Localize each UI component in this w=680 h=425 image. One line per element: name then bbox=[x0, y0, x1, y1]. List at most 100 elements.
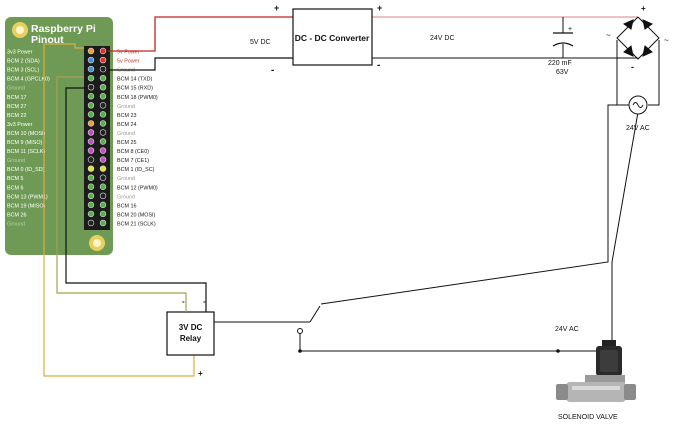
bridge-minus: - bbox=[631, 62, 634, 72]
diode-3 bbox=[623, 45, 634, 57]
gpio-pin-left bbox=[87, 93, 95, 100]
gpio-pin-left bbox=[87, 201, 95, 209]
pin-label-right: Ground bbox=[117, 104, 135, 110]
wire-unused bbox=[214, 105, 652, 300]
gpio-pin-left bbox=[87, 138, 95, 145]
pin-label-left: 3v3 Power bbox=[7, 122, 33, 128]
valve-highlight bbox=[572, 386, 620, 390]
pin-label-left: BCM 10 (MOSI) bbox=[7, 131, 46, 137]
pin-label-right: BCM 25 bbox=[117, 140, 136, 146]
gpio-pin-left bbox=[87, 183, 95, 190]
relay-signal-mark: - bbox=[203, 297, 206, 306]
gpio-pin-left bbox=[87, 56, 95, 64]
pin-label-right: Ground bbox=[117, 131, 135, 137]
dcdc-converter-label: DC - DC Converter bbox=[295, 33, 370, 43]
gpio-header bbox=[84, 46, 110, 230]
label-24v-ac-source: 24V AC bbox=[626, 125, 650, 132]
gpio-pin-right bbox=[99, 83, 107, 91]
gpio-pin-left bbox=[87, 156, 95, 163]
switch-contact bbox=[297, 328, 303, 334]
mount-hole-bottom-inner bbox=[93, 239, 101, 247]
diode-4 bbox=[642, 45, 653, 57]
pin-label-right: Ground bbox=[117, 194, 135, 200]
pin-label-left: BCM 11 (SCLK) bbox=[7, 149, 45, 155]
valve-coil-face bbox=[600, 350, 618, 372]
gpio-pin-left bbox=[87, 83, 95, 91]
ac-wave-icon bbox=[632, 102, 644, 108]
gpio-pin-left bbox=[87, 74, 95, 82]
gpio-pin-left bbox=[87, 219, 95, 227]
gpio-pin-right bbox=[99, 156, 107, 163]
pin-label-left: BCM 6 bbox=[7, 185, 23, 191]
pin-label-right: BCM 16 bbox=[117, 203, 136, 209]
pin-label-left: 3v3 Power bbox=[7, 50, 33, 56]
gpio-pin-right bbox=[99, 174, 107, 181]
wire-hidden-23 bbox=[612, 112, 637, 355]
wire-hidden-6 bbox=[214, 105, 610, 322]
wire-hidden-17 bbox=[322, 262, 609, 298]
pin-label-left: BCM 22 bbox=[7, 113, 26, 119]
valve-body bbox=[566, 382, 626, 402]
pin-label-left: BCM 0 (ID_SD) bbox=[7, 167, 45, 173]
wire-5v-red bbox=[108, 16, 293, 52]
valve-terminal bbox=[602, 340, 616, 346]
cap-plus-mark: + bbox=[568, 26, 572, 33]
diode-1 bbox=[622, 19, 634, 30]
solenoid-valve: 24V AC SOLENOID VALVE bbox=[555, 326, 636, 421]
wire-ac-to-valve bbox=[611, 111, 639, 342]
dcdc-in-minus: - bbox=[271, 65, 274, 76]
pin-label-left: BCM 19 (MISO) bbox=[7, 203, 46, 209]
gpio-pin-right bbox=[99, 47, 107, 55]
dcdc-out-minus: - bbox=[377, 60, 380, 71]
gpio-pin-left bbox=[87, 147, 95, 154]
switch-blade bbox=[309, 305, 321, 323]
cap-value: 220 mF bbox=[548, 60, 572, 67]
bridge-outline bbox=[616, 16, 660, 60]
wire-ac-to-switch bbox=[320, 104, 629, 305]
valve-outlet bbox=[624, 384, 636, 400]
wire-ground-dcdc bbox=[108, 57, 293, 71]
dcdc-in-plus: + bbox=[274, 3, 279, 13]
pin-label-right: BCM 7 (CE1) bbox=[117, 158, 149, 164]
gpio-pin-right bbox=[99, 147, 107, 154]
pin-label-right: 5v Power bbox=[117, 50, 140, 56]
gpio-pin-right bbox=[99, 201, 107, 209]
pin-label-right: BCM 20 (MOSI) bbox=[117, 212, 156, 218]
cap-voltage: 63V bbox=[556, 69, 569, 76]
pin-label-right: BCM 21 (SCLK) bbox=[117, 221, 156, 227]
pin-label-right: Ground bbox=[117, 176, 135, 182]
pin-label-left: BCM 26 bbox=[7, 212, 26, 218]
wire-hidden-10 bbox=[214, 310, 318, 322]
relay-minus: - bbox=[182, 297, 185, 306]
gpio-pin-right bbox=[99, 102, 107, 109]
gpio-pin-left bbox=[87, 102, 95, 109]
wire-hidden-12 bbox=[320, 105, 628, 306]
junction-dot-right bbox=[556, 349, 560, 353]
pin-label-left: Ground bbox=[7, 86, 25, 92]
gpio-pin-right bbox=[99, 210, 107, 218]
wire-ac-bridge-right bbox=[648, 40, 660, 106]
pin-label-left: Ground bbox=[7, 221, 25, 227]
gpio-pin-left bbox=[87, 210, 95, 218]
bridge-ac-right: ~ bbox=[664, 36, 669, 45]
gpio-pin-right bbox=[99, 111, 107, 118]
relay-label-line1: 3V DC bbox=[179, 323, 203, 332]
wire-placeholder bbox=[216, 105, 617, 322]
pin-label-left: BCM 9 (MISO) bbox=[7, 140, 43, 146]
gpio-pin-right bbox=[99, 120, 107, 127]
gpio-pin-right bbox=[99, 93, 107, 100]
wire-hidden-21 bbox=[322, 112, 610, 305]
dcdc-converter-box bbox=[292, 8, 373, 66]
wire-hidden bbox=[214, 105, 609, 322]
gpio-pin-left bbox=[87, 47, 95, 55]
wire-relay-power-yellow bbox=[43, 43, 195, 377]
gpio-pin-left bbox=[87, 192, 95, 200]
pin-label-right: BCM 15 (RXD) bbox=[117, 86, 153, 92]
gpio-pin-right bbox=[99, 129, 107, 136]
dcdc-out-plus: + bbox=[377, 3, 382, 13]
relay: 3V DC Relay - - + bbox=[166, 297, 560, 378]
